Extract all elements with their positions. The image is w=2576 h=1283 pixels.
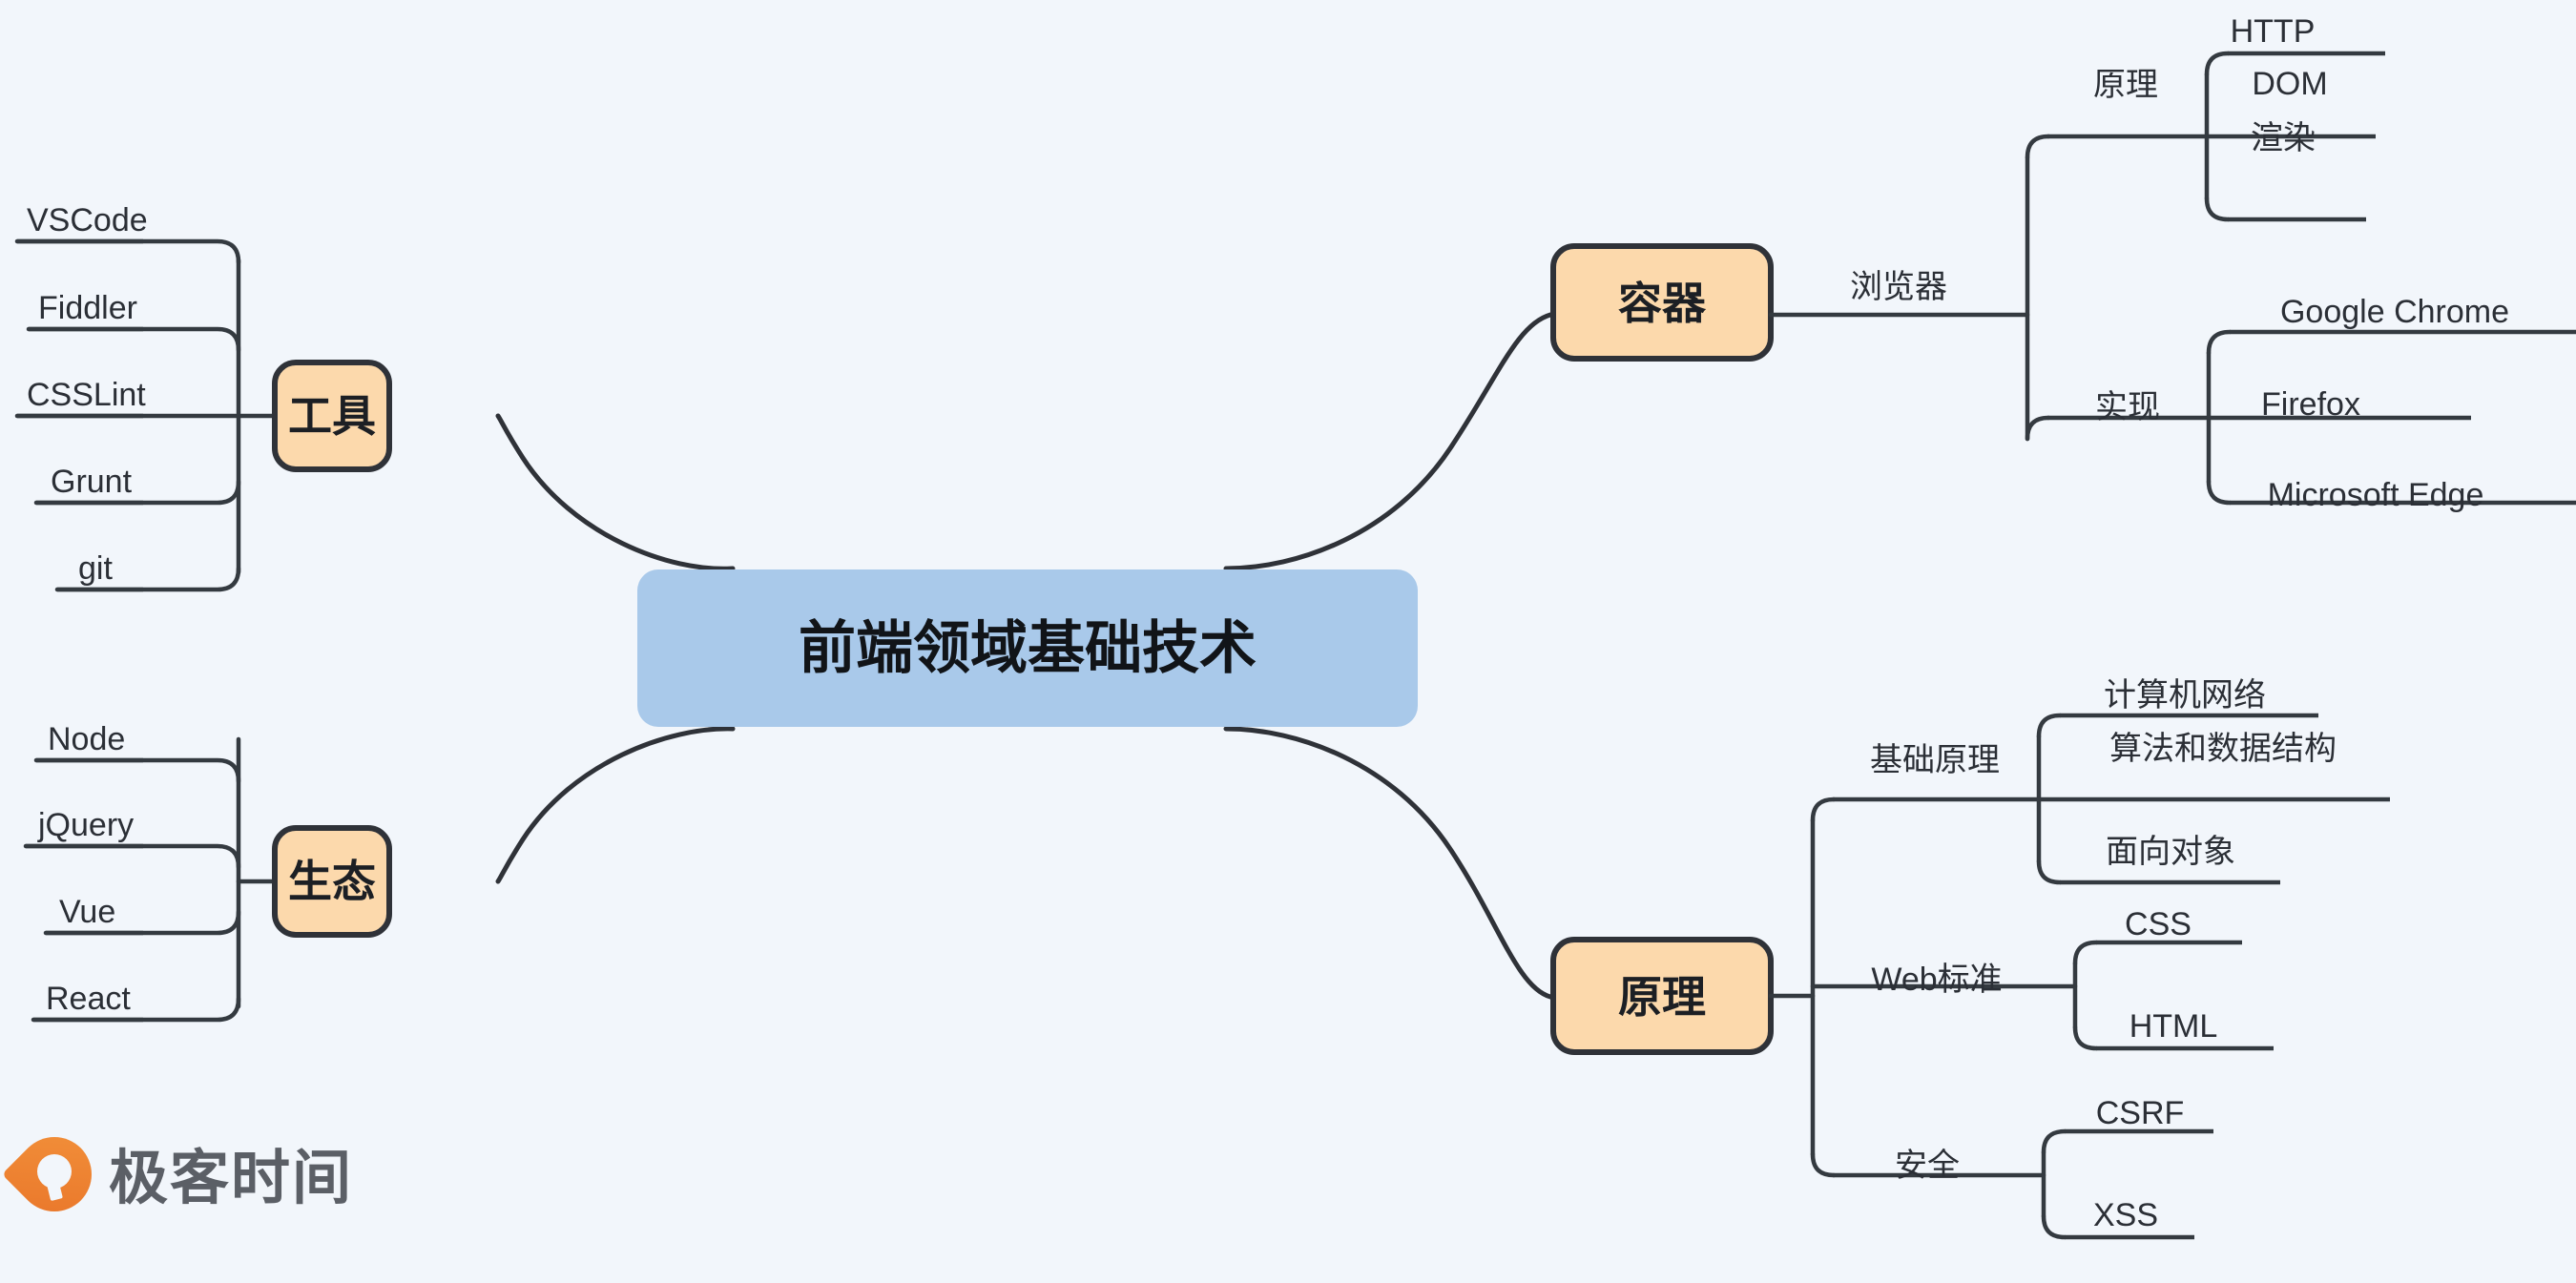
security-elbow-0 bbox=[2041, 1128, 2067, 1155]
tools-leaf-connector-4 bbox=[54, 566, 241, 592]
ecosystem-leaf-label-3: React bbox=[46, 981, 131, 1017]
security-leaf-0: CSRF bbox=[2096, 1095, 2185, 1131]
link-root-to-tools bbox=[495, 413, 736, 571]
fundamentals-leaf-0: 计算机网络 bbox=[2104, 677, 2266, 714]
browser-child-label-impl: 实现 bbox=[2095, 389, 2160, 425]
ecosystem-leaf-label-2: Vue bbox=[59, 894, 115, 930]
branch-node-principles-label: 原理 bbox=[1618, 972, 1706, 1022]
tools-leaf-label-4: git bbox=[78, 550, 113, 587]
container-child-label-browser: 浏览器 bbox=[1850, 269, 1947, 305]
browser-impl-leaf-2: Microsoft Edge bbox=[2268, 477, 2484, 513]
root-node-label: 前端领域基础技术 bbox=[799, 616, 1257, 680]
browser-impl-leaf-1: Firefox bbox=[2261, 386, 2360, 423]
tools-leaf-connector-0 bbox=[14, 238, 241, 265]
branch-node-ecosystem-label: 生态 bbox=[288, 857, 376, 906]
tools-leaf-label-1: Fiddler bbox=[38, 290, 137, 326]
principles-child-label-security: 安全 bbox=[1895, 1148, 1960, 1184]
branch-node-container-label: 容器 bbox=[1618, 279, 1707, 328]
geektime-pin-icon bbox=[1, 1121, 108, 1228]
brand-wordmark: 极客时间 bbox=[109, 1143, 354, 1212]
fundamentals-leaf-2: 面向对象 bbox=[2106, 834, 2235, 870]
fundamentals-leaf-1: 算法和数据结构 bbox=[2109, 731, 2337, 767]
root-node[interactable] bbox=[637, 569, 1418, 727]
browser-principle-leaf-2: 渲染 bbox=[2251, 120, 2316, 156]
fundamentals-elbow-0 bbox=[2036, 713, 2063, 739]
webstandards-elbow-1 bbox=[2072, 1024, 2099, 1051]
branch-node-ecosystem[interactable] bbox=[272, 825, 392, 938]
link-root-to-ecosystem bbox=[495, 726, 736, 884]
tools-leaf-label-3: Grunt bbox=[51, 464, 133, 500]
principles-child-label-fundamentals: 基础原理 bbox=[1870, 742, 2000, 778]
link-root-to-principles bbox=[1223, 726, 1553, 1000]
browser-principle-leaf-1: DOM bbox=[2252, 66, 2327, 102]
tools-leaf-connector-3 bbox=[33, 479, 241, 506]
browser-elbow-top bbox=[2025, 134, 2051, 160]
browser-elbow-bottom bbox=[2025, 415, 2051, 442]
ecosystem-leaf-connector-2 bbox=[43, 909, 241, 936]
fundamentals-elbow-2 bbox=[2036, 859, 2063, 885]
webstandards-elbow-0 bbox=[2072, 940, 2099, 966]
branch-node-tools-label: 工具 bbox=[288, 391, 376, 441]
ecosystem-leaf-label-0: Node bbox=[48, 721, 125, 757]
browser-principle-elbow-0 bbox=[2204, 51, 2231, 77]
principles-elbow-top bbox=[1810, 797, 1837, 823]
principles-child-label-webstandards: Web标准 bbox=[1871, 962, 2002, 998]
browser-principle-leaf-0: HTTP bbox=[2231, 13, 2316, 50]
link-root-to-container bbox=[1223, 312, 1553, 571]
ecosystem-leaf-label-1: jQuery bbox=[37, 807, 134, 843]
webstandards-leaf-0: CSS bbox=[2125, 906, 2192, 942]
security-elbow-1 bbox=[2041, 1213, 2067, 1240]
principles-elbow-bottom bbox=[1810, 1151, 1837, 1178]
ecosystem-leaf-connector-0 bbox=[33, 757, 241, 784]
webstandards-leaf-1: HTML bbox=[2129, 1008, 2218, 1045]
brand-logo: 极客时间 bbox=[1, 1121, 354, 1228]
tools-leaf-label-2: CSSLint bbox=[27, 377, 146, 413]
tools-leaf-connector-1 bbox=[26, 326, 241, 353]
browser-principle-elbow-2 bbox=[2204, 196, 2231, 222]
browser-impl-leaf-0: Google Chrome bbox=[2280, 294, 2509, 330]
branch-node-tools[interactable] bbox=[272, 360, 392, 472]
ecosystem-leaf-connector-3 bbox=[31, 996, 241, 1023]
browser-impl-elbow-2 bbox=[2206, 479, 2233, 506]
security-leaf-1: XSS bbox=[2093, 1197, 2158, 1233]
ecosystem-leaf-connector-1 bbox=[23, 843, 241, 870]
tools-leaf-label-0: VSCode bbox=[27, 202, 148, 238]
browser-impl-elbow-0 bbox=[2206, 329, 2233, 356]
branch-node-container[interactable] bbox=[1550, 243, 1774, 362]
browser-child-label-principle: 原理 bbox=[2093, 67, 2158, 103]
